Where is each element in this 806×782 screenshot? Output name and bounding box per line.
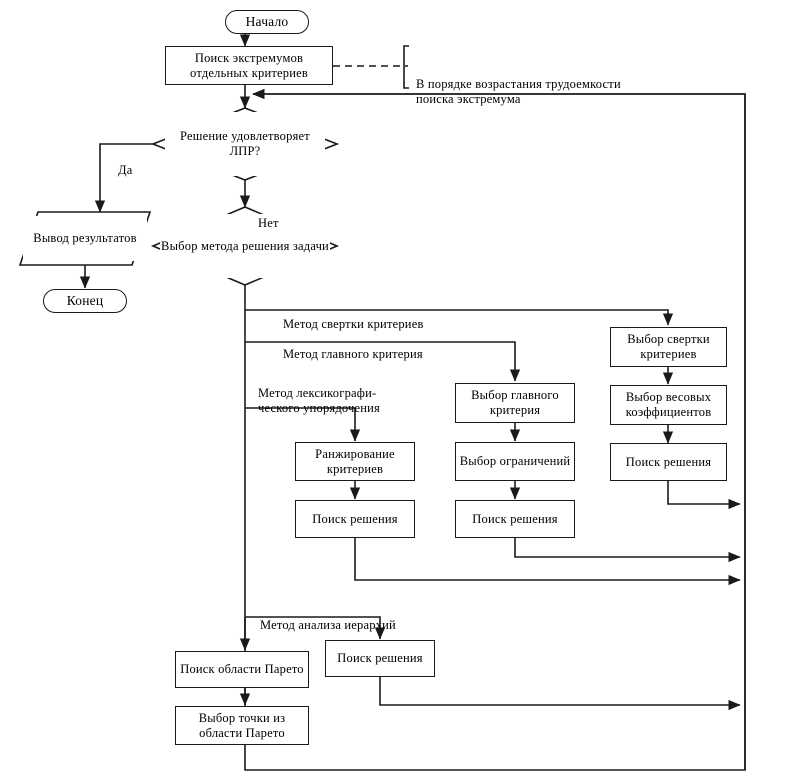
edge-label-method-lexicographic: Метод лексикографи- ческого упорядочения [258,356,380,445]
edge-label-no: Нет [258,186,279,260]
node-choose-main-criterion-label: Выбор главного критерия [471,388,559,417]
node-ranking-criteria[interactable]: Ранжирование критериев [295,442,415,481]
edge-label-method-convolution: Метод свертки критериев [283,287,424,361]
node-choose-constraints[interactable]: Выбор ограничений [455,442,575,481]
node-decision-lpr[interactable]: Решение удовлетворяет ЛПР? [165,112,325,176]
edge-label-yes: Да [118,133,132,207]
node-start-label: Начало [245,13,289,29]
node-choose-constraints-label: Выбор ограничений [459,454,571,468]
node-search-solution-lexicographic[interactable]: Поиск решения [295,500,415,538]
node-choose-main-criterion[interactable]: Выбор главного критерия [455,383,575,423]
node-choose-convolution-label: Выбор свертки критериев [627,332,710,361]
node-decision-lpr-label: Решение удовлетворяет ЛПР? [180,129,310,158]
node-choose-method-label: Выбор метода решения задачи [161,238,329,253]
edge-label-method-ahp-text: Метод анализа иерархий [260,617,396,632]
node-search-pareto[interactable]: Поиск области Парето [175,651,309,688]
annotation-order-note-text: В порядке возрастания трудоемкости поиск… [416,76,621,106]
node-start[interactable]: Начало [225,10,309,34]
edge-label-method-ahp: Метод анализа иерархий [260,588,396,662]
node-end[interactable]: Конец [43,289,127,313]
node-choose-method[interactable]: Выбор метода решения задачи [160,214,330,278]
node-choose-pareto-point[interactable]: Выбор точки из области Парето [175,706,309,745]
node-end-label: Конец [66,292,104,308]
node-output-results[interactable]: Вывод результатов [23,216,147,261]
edge-label-method-convolution-text: Метод свертки критериев [283,316,424,331]
node-choose-weights-label: Выбор весовых коэффициентов [625,390,712,419]
node-search-extrema-label: Поиск экстремумов отдельных критериев [190,50,308,80]
node-search-solution-convolution-label: Поиск решения [625,454,712,469]
node-ranking-criteria-label: Ранжирование критериев [315,446,395,476]
node-choose-convolution[interactable]: Выбор свертки критериев [610,327,727,367]
edge-label-no-text: Нет [258,215,279,230]
edge-label-yes-text: Да [118,162,133,177]
node-search-pareto-label: Поиск области Парето [180,662,304,676]
edge-label-method-main-criterion-text: Метод главного критерия [283,346,423,361]
node-output-results-label: Вывод результатов [33,231,137,245]
node-search-solution-main[interactable]: Поиск решения [455,500,575,538]
node-search-solution-convolution[interactable]: Поиск решения [610,443,727,481]
node-choose-pareto-point-label: Выбор точки из области Парето [198,710,286,740]
node-search-solution-ahp[interactable]: Поиск решения [325,640,435,677]
edge-label-method-main-criterion: Метод главного критерия [283,317,423,391]
node-search-solution-main-label: Поиск решения [472,511,558,526]
node-search-solution-ahp-label: Поиск решения [337,651,423,665]
node-search-solution-lexicographic-label: Поиск решения [312,511,398,526]
node-choose-weights[interactable]: Выбор весовых коэффициентов [610,385,727,425]
annotation-order-note: В порядке возрастания трудоемкости поиск… [416,47,621,136]
node-search-extrema[interactable]: Поиск экстремумов отдельных критериев [165,46,333,85]
edge-label-method-lexicographic-text: Метод лексикографи- ческого упорядочения [258,385,381,415]
